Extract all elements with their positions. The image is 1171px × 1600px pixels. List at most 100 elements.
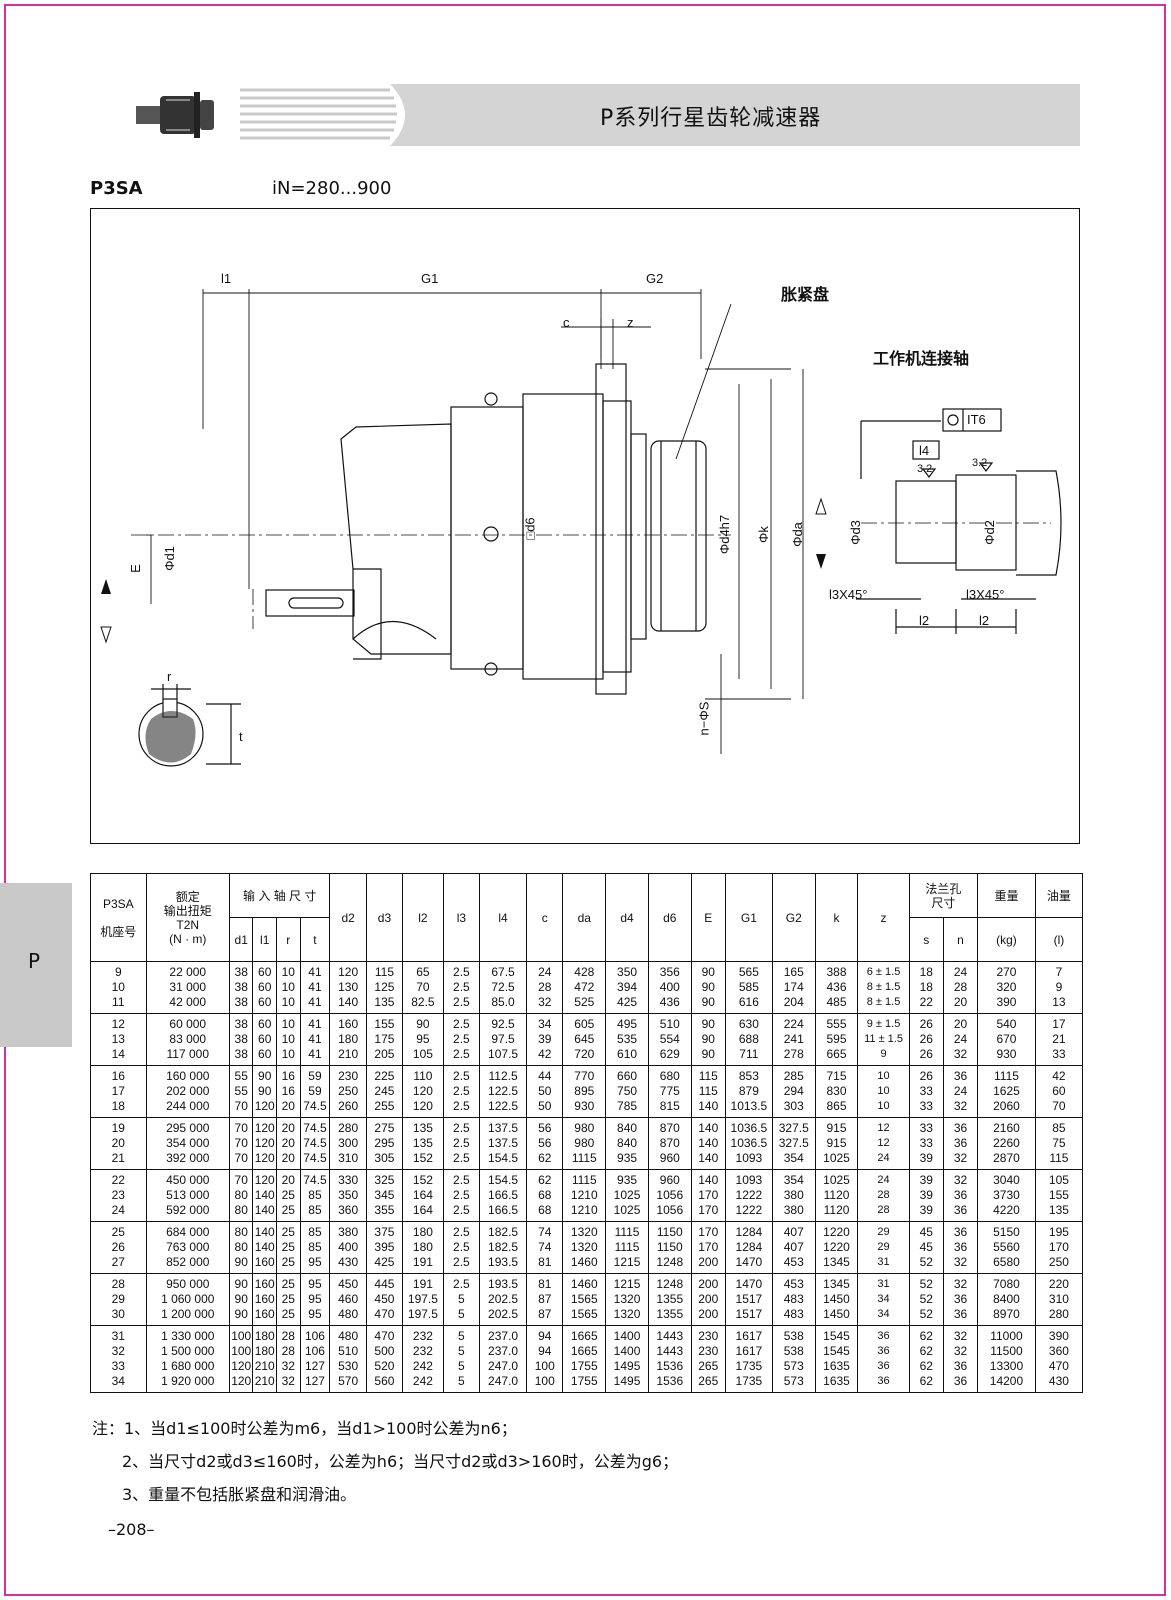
cell-l4: 67.5 72.5 85.0 xyxy=(479,961,528,1014)
cell-d6: 960 1056 1056 xyxy=(647,1169,692,1222)
cell-G2: 354 380 380 xyxy=(771,1169,816,1222)
cell-k: 388 436 485 xyxy=(814,961,859,1014)
cell-da: 1665 1665 1755 1755 xyxy=(562,1325,607,1393)
page-number: –208– xyxy=(108,1520,155,1539)
cell-l3: 2.5 2.5 2.5 xyxy=(442,1221,481,1274)
cell-G1: 853 879 1013.5 xyxy=(724,1065,773,1118)
cell-d2: 450 460 480 xyxy=(329,1273,367,1326)
cell-da: 605 645 720 xyxy=(562,1013,607,1066)
cell-n: 24 28 20 xyxy=(942,961,979,1014)
cell-size: 25 26 27 xyxy=(90,1221,147,1274)
th-d6: d6 xyxy=(647,873,692,962)
cell-G1: 630 688 711 xyxy=(724,1013,773,1066)
th-E: E xyxy=(690,873,726,962)
cell-oil: 220 310 280 xyxy=(1034,1273,1084,1326)
cell-t: 74.5 74.5 74.5 xyxy=(299,1117,331,1170)
cell-E: 140 170 170 xyxy=(690,1169,726,1222)
cell-s: 26 33 33 xyxy=(908,1065,944,1118)
cell-da: 1460 1565 1565 xyxy=(562,1273,607,1326)
cell-torque: 684 000 763 000 852 000 xyxy=(145,1221,230,1274)
cell-n: 36 36 32 xyxy=(942,1221,979,1274)
th-z: z xyxy=(857,873,910,962)
label-IT6: IT6 xyxy=(967,412,986,427)
cell-s: 26 26 26 xyxy=(908,1013,944,1066)
cell-d6: 870 870 960 xyxy=(647,1117,692,1170)
th-k: k xyxy=(814,873,859,962)
cell-G1: 1093 1222 1222 xyxy=(724,1169,773,1222)
cell-d3: 470 500 520 560 xyxy=(365,1325,404,1393)
cell-z: 6 ± 1.5 8 ± 1.5 8 ± 1.5 xyxy=(857,961,910,1014)
cell-c: 81 87 87 xyxy=(526,1273,564,1326)
th-r: r xyxy=(275,917,301,962)
cell-z: 24 28 28 xyxy=(857,1169,910,1222)
cell-weight: 540 670 930 xyxy=(977,1013,1036,1066)
cell-s: 45 45 52 xyxy=(908,1221,944,1274)
cell-E: 140 140 140 xyxy=(690,1117,726,1170)
ratio-range: iN=280...900 xyxy=(272,178,392,199)
cell-E: 230 230 265 265 xyxy=(690,1325,726,1393)
cell-size: 31 32 33 34 xyxy=(90,1325,147,1393)
cell-oil: 85 75 115 xyxy=(1034,1117,1084,1170)
cell-s: 33 33 39 xyxy=(908,1117,944,1170)
cell-l1: 120 120 120 xyxy=(252,1117,277,1170)
cell-n: 32 32 36 36 xyxy=(942,1325,979,1393)
cell-weight: 7080 8400 8970 xyxy=(977,1273,1036,1326)
cell-z: 12 12 24 xyxy=(857,1117,910,1170)
cell-size: 22 23 24 xyxy=(90,1169,147,1222)
note-2: 2、当尺寸d2或d3≤160时，公差为h6；当尺寸d2或d3>160时，公差为g… xyxy=(122,1452,679,1471)
cell-t: 106 106 127 127 xyxy=(299,1325,331,1393)
dim-l2-right: l2 xyxy=(979,613,990,628)
cell-c: 62 68 68 xyxy=(526,1169,564,1222)
dim-chamfer-1: l3X45° xyxy=(829,587,868,602)
th-l4: l4 xyxy=(479,873,528,962)
cell-l4: 92.5 97.5 107.5 xyxy=(479,1013,528,1066)
cell-d4: 660 750 785 xyxy=(605,1065,649,1118)
cell-G2: 453 483 483 xyxy=(771,1273,816,1326)
cell-d1: 38 38 38 xyxy=(228,961,254,1014)
cell-l2: 110 120 120 xyxy=(402,1065,444,1118)
cell-l4: 237.0 237.0 247.0 247.0 xyxy=(479,1325,528,1393)
th-l2: l2 xyxy=(402,873,444,962)
cell-size: 19 20 21 xyxy=(90,1117,147,1170)
cell-s: 18 18 22 xyxy=(908,961,944,1014)
cell-l1: 60 60 60 xyxy=(252,1013,277,1066)
cell-l2: 180 180 191 xyxy=(402,1221,444,1274)
cell-size: 9 10 11 xyxy=(90,961,147,1014)
cell-l4: 193.5 202.5 202.5 xyxy=(479,1273,528,1326)
cell-d4: 1400 1400 1495 1495 xyxy=(605,1325,649,1393)
cell-t: 85 85 95 xyxy=(299,1221,331,1274)
cell-n: 20 24 32 xyxy=(942,1013,979,1066)
cell-k: 1220 1220 1345 xyxy=(814,1221,859,1274)
cell-torque: 160 000 202 000 244 000 xyxy=(145,1065,230,1118)
cell-size: 12 13 14 xyxy=(90,1013,147,1066)
cell-z: 10 10 10 xyxy=(857,1065,910,1118)
cell-d2: 230 250 260 xyxy=(329,1065,367,1118)
th-input-shaft: 输 入 轴 尺 寸 xyxy=(228,873,331,918)
th-c: c xyxy=(526,873,564,962)
cell-weight: 3040 3730 4220 xyxy=(977,1169,1036,1222)
cell-weight: 11000 11500 13300 14200 xyxy=(977,1325,1036,1393)
cell-E: 90 90 90 xyxy=(690,961,726,1014)
cell-d3: 155 175 205 xyxy=(365,1013,404,1066)
cell-torque: 295 000 354 000 392 000 xyxy=(145,1117,230,1170)
dim-d1: Φd1 xyxy=(161,546,177,571)
cell-k: 1025 1120 1120 xyxy=(814,1169,859,1222)
cell-torque: 22 000 31 000 42 000 xyxy=(145,961,230,1014)
cell-d4: 350 394 425 xyxy=(605,961,649,1014)
cell-weight: 5150 5560 6580 xyxy=(977,1221,1036,1274)
cell-r: 10 10 10 xyxy=(275,961,301,1014)
th-t: t xyxy=(299,917,331,962)
cell-d1: 90 90 90 xyxy=(228,1273,254,1326)
cell-l3: 2.5 2.5 2.5 xyxy=(442,1117,481,1170)
cell-k: 555 595 665 xyxy=(814,1013,859,1066)
th-weight-unit: (kg) xyxy=(977,917,1036,962)
th-d2: d2 xyxy=(329,873,367,962)
cell-c: 74 74 81 xyxy=(526,1221,564,1274)
cell-da: 1115 1210 1210 xyxy=(562,1169,607,1222)
cell-d3: 115 125 135 xyxy=(365,961,404,1014)
cell-l2: 65 70 82.5 xyxy=(402,961,444,1014)
cell-E: 115 115 140 xyxy=(690,1065,726,1118)
